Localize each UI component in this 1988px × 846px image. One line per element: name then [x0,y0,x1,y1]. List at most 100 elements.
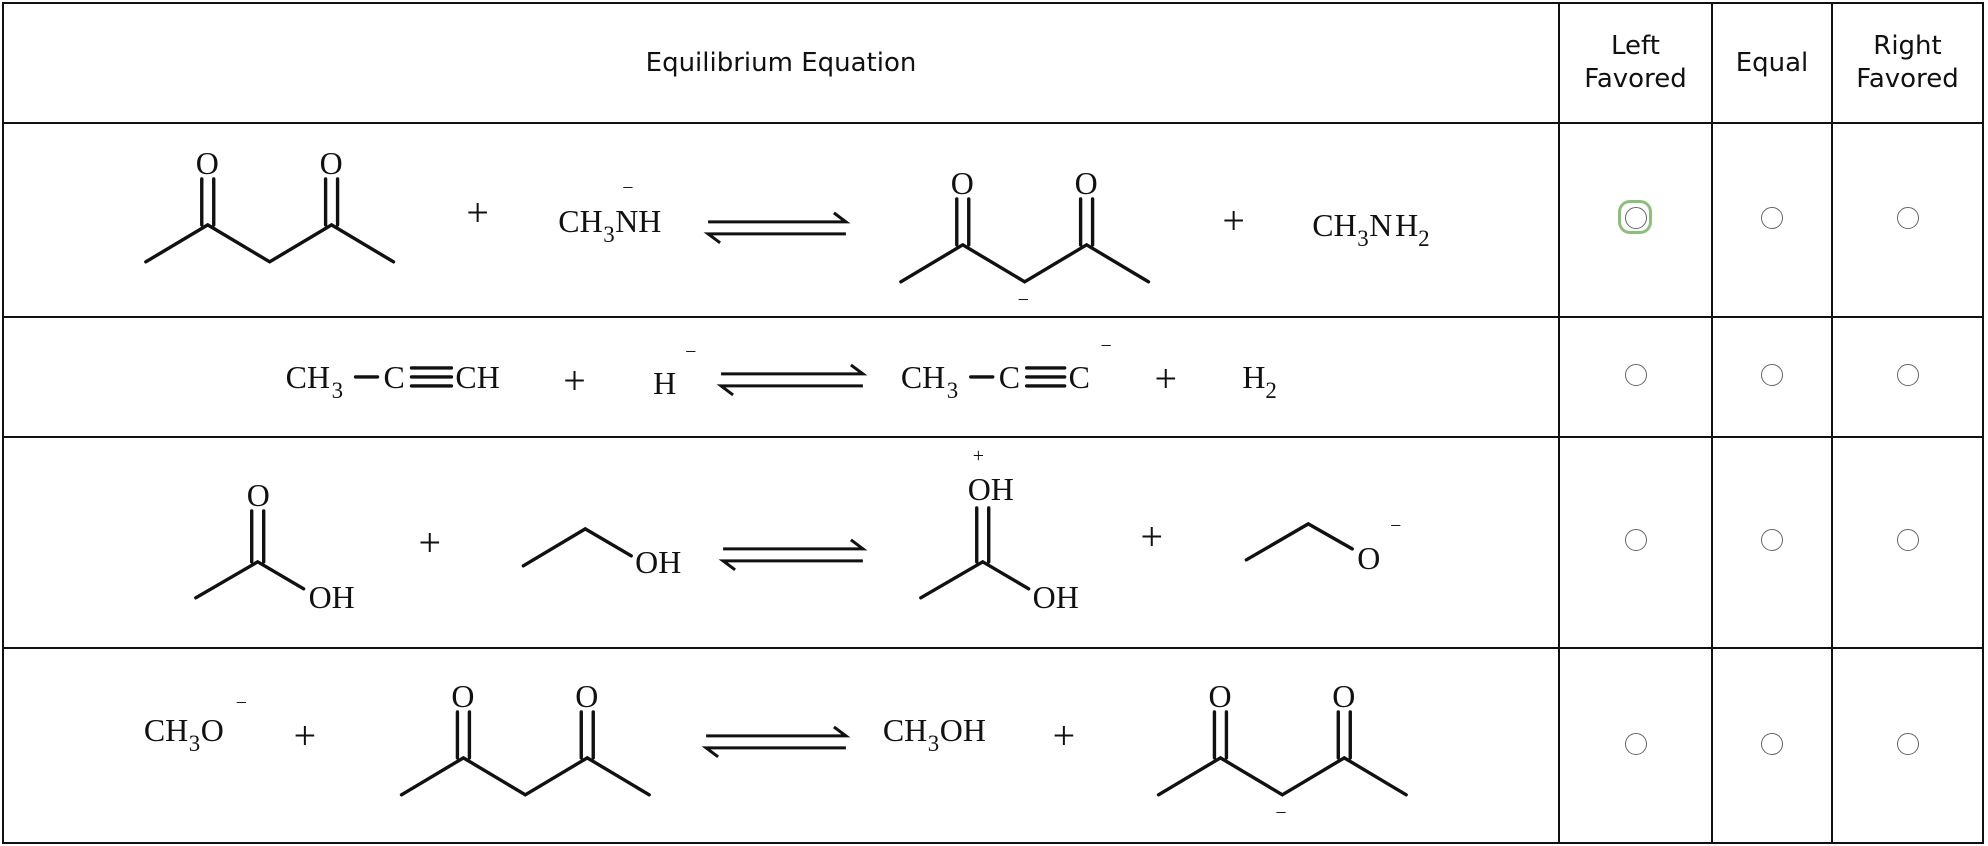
reactant-acetylacetone: O O [399,679,651,798]
subscript-3: 3 [189,731,200,756]
equation-cell-1: O O + CH 3 NH − O [2,122,1560,318]
oxygen-label: O [1208,679,1231,714]
equation-row-1: O O + CH 3 NH − O [2,122,1984,318]
ch-label: CH [455,360,499,395]
carbon-label: C [1069,360,1090,395]
negative-charge: − [1018,289,1029,311]
equal-radio-4[interactable] [1761,732,1783,755]
oxygen-label: O [1332,679,1355,714]
reactant-methylamide: CH 3 NH − [558,177,661,247]
oxonium-label: OH [968,472,1014,507]
equal-radio-3[interactable] [1761,529,1783,552]
reactant-ethanol: OH [521,526,681,579]
product-methylamine: CH 3 N H 2 [1312,208,1429,251]
equation-4-drawing: CH 3 O − + O O CH [144,679,1408,824]
negative-charge: − [685,341,696,363]
product-hydrogen: H 2 [1242,360,1276,403]
header-left-favored: Left Favored [1558,2,1713,124]
ch3-label: CH [883,713,927,748]
header-equation: Equilibrium Equation [2,2,1560,124]
product-protonated-acetic-acid: + OH OH [919,445,1079,614]
equal-radio-1[interactable] [1761,206,1783,229]
oxygen-label: O [575,679,598,714]
negative-charge: − [622,177,633,199]
plus-sign: + [1053,713,1076,758]
reactant-propyne: CH 3 C CH [286,360,500,403]
subscript-3: 3 [603,222,614,247]
oxygen-label: O [196,146,219,181]
plus-sign: + [418,519,441,564]
left-favored-radio-2[interactable] [1624,363,1647,386]
equilibrium-arrow [701,726,851,759]
left-favored-radio-1[interactable] [1617,199,1652,234]
negative-charge: − [1275,802,1286,824]
header-right-line1: Right [1873,31,1942,61]
oxygen-label: O [320,146,343,181]
equation-row-4: CH 3 O − + O O CH [2,647,1984,845]
header-row: Equilibrium Equation Left Favored Equal … [2,2,1984,124]
header-left-line1: Left [1611,31,1660,61]
left-favored-radio-3[interactable] [1624,529,1647,552]
product-methanol: CH 3 OH [883,713,986,756]
equation-row-3: O OH + OH + OH OH [2,435,1984,650]
reactant-methoxide: CH 3 O − [144,692,247,756]
oxygen-label: O [451,679,474,714]
positive-charge: + [973,445,984,467]
reactant-acetic-acid: O OH [194,478,355,614]
plus-sign: + [1222,198,1245,243]
equal-cell-2 [1711,315,1833,438]
oxygen-label: O [247,478,270,513]
oxygen-label: O [1357,540,1380,575]
negative-charge: − [236,692,247,714]
left-favored-radio-4[interactable] [1624,732,1647,755]
subscript-3: 3 [332,378,343,403]
right-favored-cell-3 [1831,435,1984,650]
right-favored-radio-4[interactable] [1896,732,1919,755]
plus-sign: + [1141,513,1164,558]
right-favored-cell-2 [1831,315,1984,438]
header-equal: Equal [1711,2,1833,124]
equilibrium-arrow [716,363,868,396]
hydroxyl-label: OH [635,544,681,579]
right-favored-radio-1[interactable] [1896,206,1919,229]
subscript-2: 2 [1418,226,1429,251]
equation-3-drawing: O OH + OH + OH OH [194,445,1401,614]
right-favored-cell-1 [1831,122,1984,318]
negative-charge: − [1101,335,1112,357]
product-enolate: O O − [899,166,1151,311]
h-label: H [1395,208,1418,243]
nh-label: NH [615,204,661,239]
equation-cell-4: CH 3 O − + O O CH [2,647,1560,845]
carbon-label: C [384,360,405,395]
reactant-acetylacetone: O O [144,146,396,264]
carbon-label: C [999,360,1020,395]
plus-sign: + [1155,356,1178,401]
right-favored-radio-2[interactable] [1896,363,1919,386]
equilibrium-arrow [718,538,868,571]
oxygen-label: O [951,166,974,201]
right-favored-radio-3[interactable] [1896,529,1919,552]
right-favored-cell-4 [1831,647,1984,845]
product-ethoxide: O − [1244,514,1401,575]
hydroxyl-label: OH [940,713,986,748]
subscript-3: 3 [1357,226,1368,251]
ch3-label: CH [901,360,945,395]
plus-sign: + [466,190,489,235]
oxygen-label: O [1075,166,1098,201]
ch3-label: CH [144,713,188,748]
ch3-label: CH [1312,208,1356,243]
equation-cell-2: CH 3 C CH + H − CH 3 [2,315,1560,438]
left-favored-cell-3 [1558,435,1713,650]
ch3-label: CH [558,204,602,239]
reactant-hydride: H − [653,341,696,401]
h-label: H [1242,360,1265,395]
equal-radio-2[interactable] [1761,363,1783,386]
ch3-label: CH [286,360,330,395]
header-right-line2: Favored [1856,64,1959,94]
subscript-3: 3 [947,378,958,403]
header-right-favored: Right Favored [1831,2,1984,124]
equal-cell-4 [1711,647,1833,845]
negative-charge: − [1390,514,1401,536]
hydroxyl-label: OH [1033,579,1079,614]
plus-sign: + [563,358,586,403]
